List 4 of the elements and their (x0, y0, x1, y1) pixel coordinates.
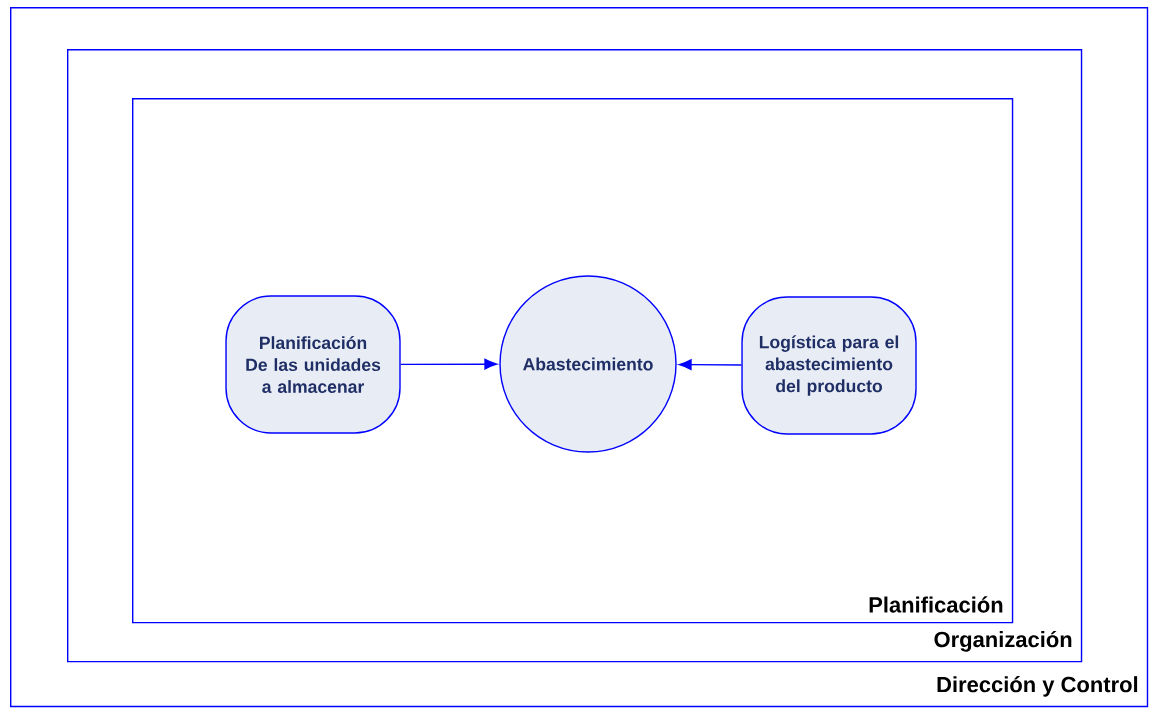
arrow (678, 359, 743, 371)
arrow (400, 358, 498, 370)
process-box: Logística para el abastecimiento del producto (741, 296, 917, 435)
process-box: Planificación De las unidades a almacenar (225, 295, 401, 434)
